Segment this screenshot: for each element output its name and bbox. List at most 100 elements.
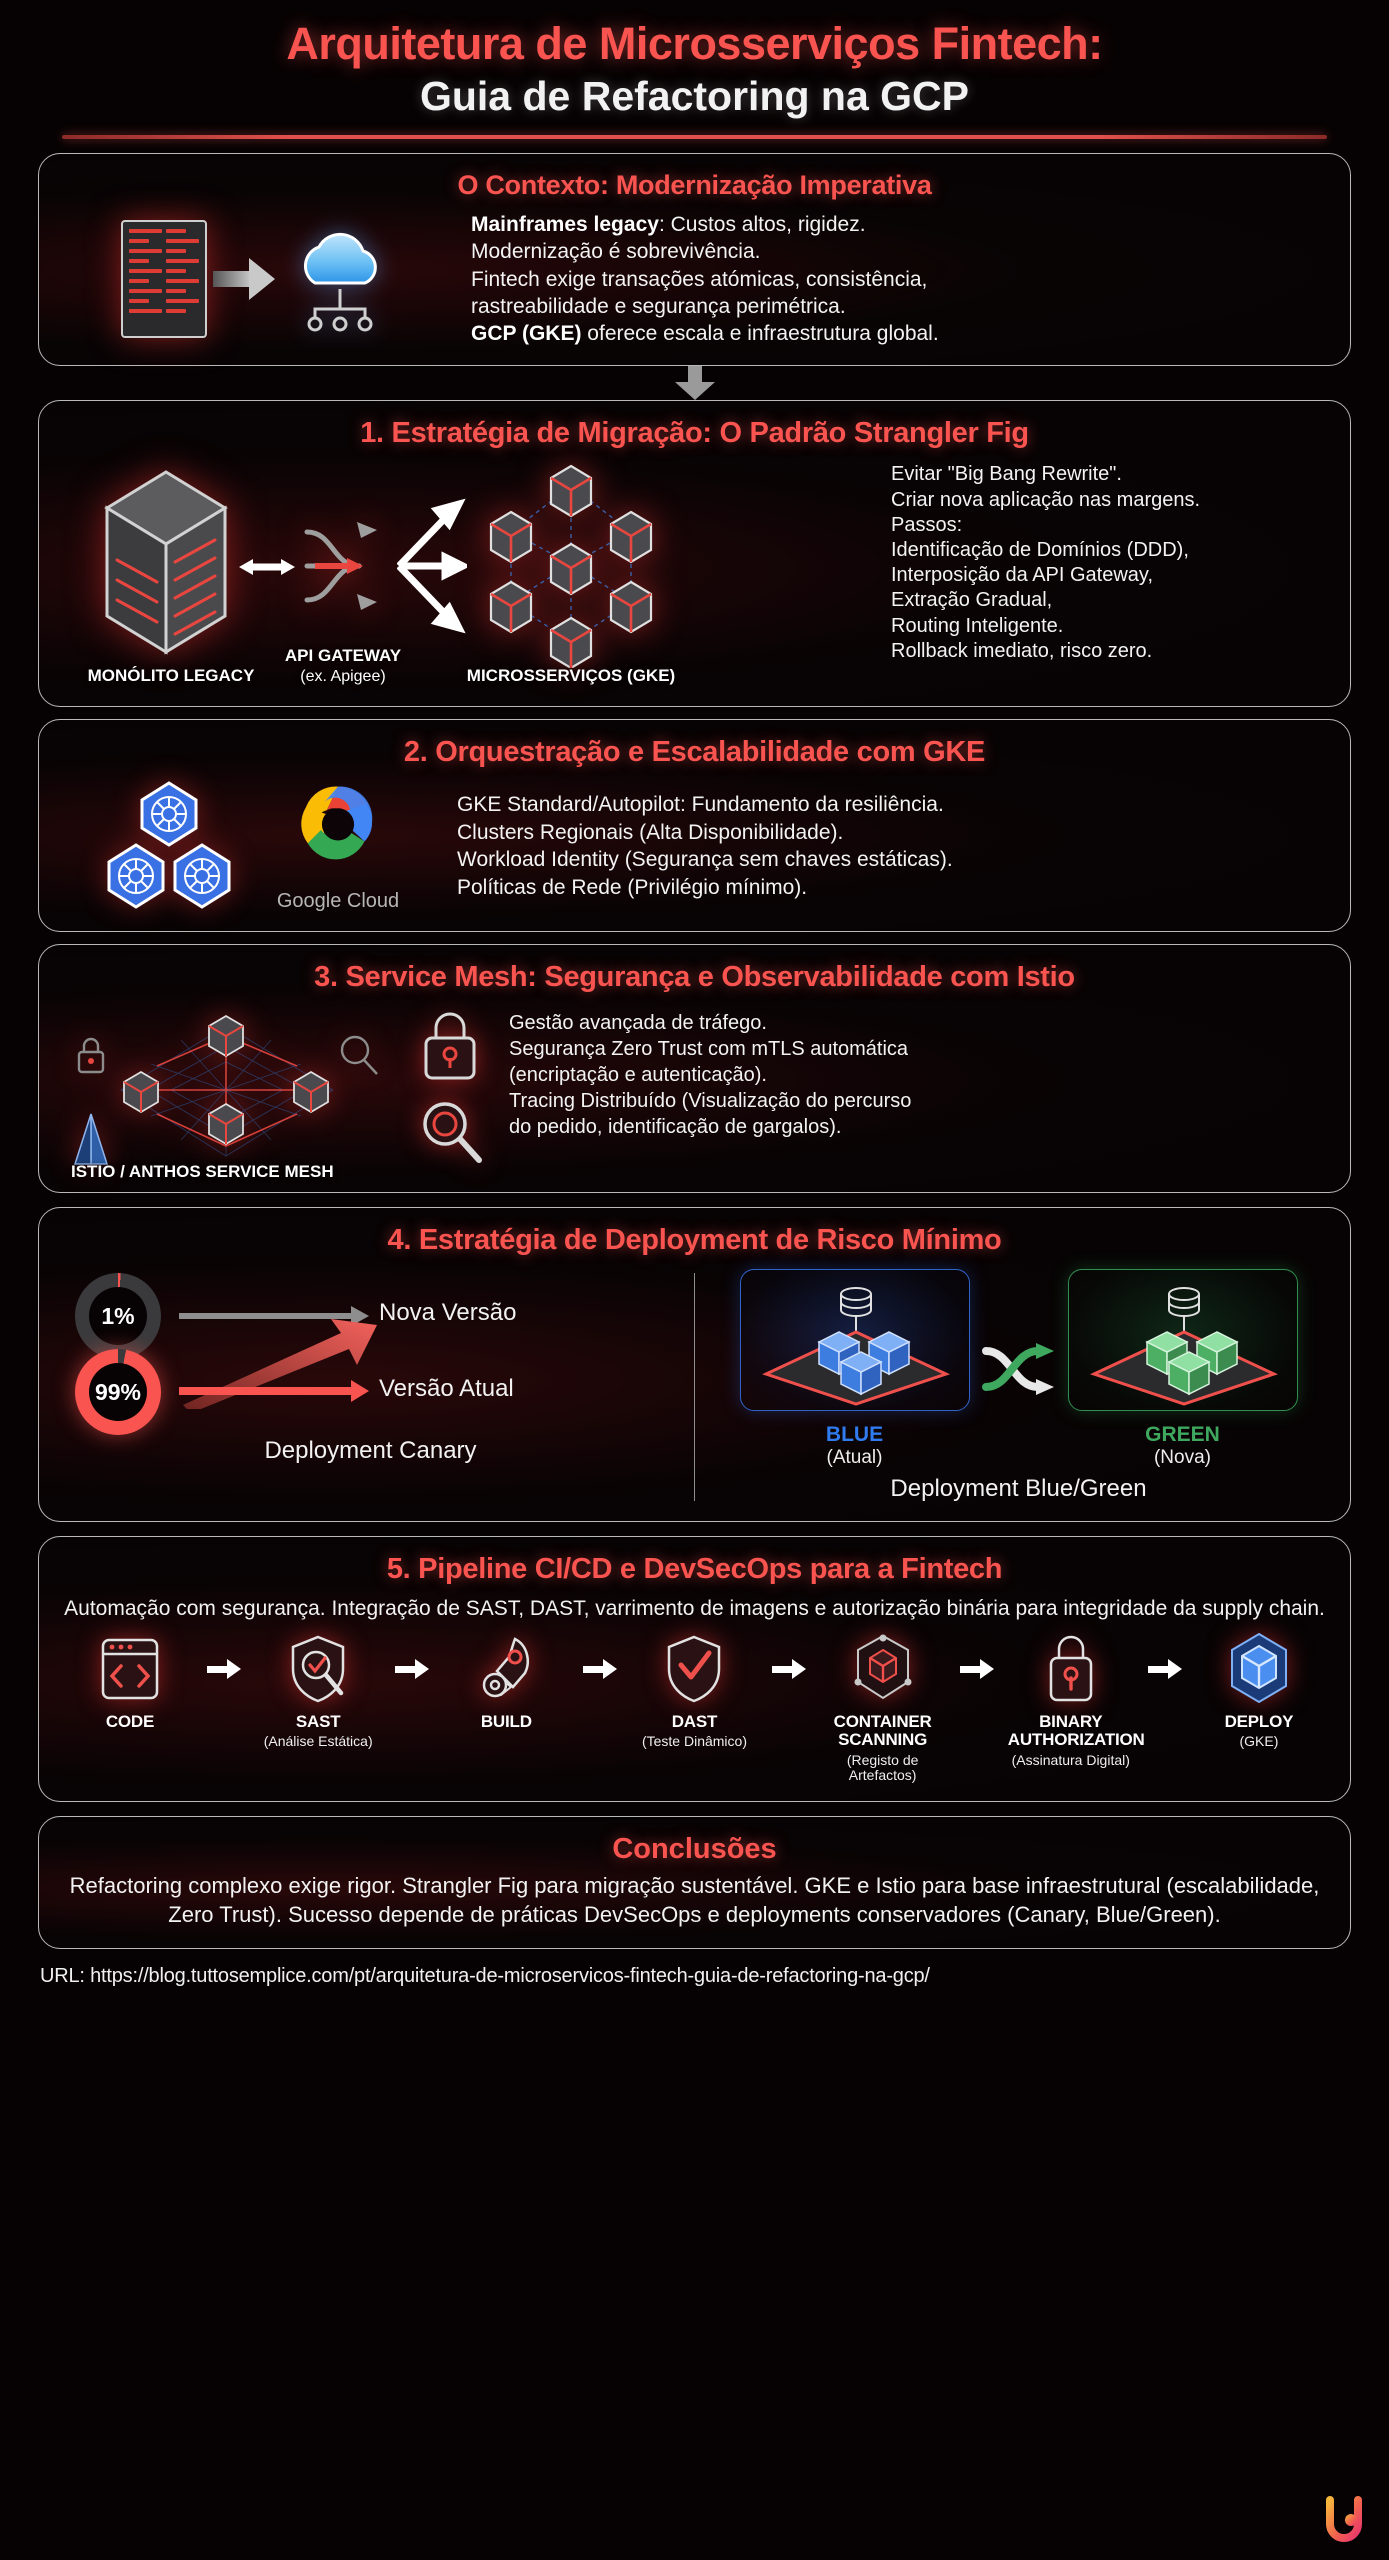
istio-caption: ISTIO / ANTHOS SERVICE MESH [71,1162,334,1182]
blue-environment-box [739,1269,970,1412]
context-line-3: Fintech exige transações atómicas, consi… [471,267,928,291]
microservices-cluster-icon [461,460,681,670]
connector-arrow-1 [0,366,1389,401]
stage-label-sast: SAST [295,1711,341,1731]
section1-line-2: Criar nova aplicação nas margens. [891,488,1201,511]
canary-panel: 1% Nova Versão [61,1267,680,1503]
rocket-gear-icon [443,1631,569,1707]
stage-label-code: CODE [105,1711,155,1731]
canary-label-new: Nova Versão [379,1299,517,1327]
section2-text-block: GKE Standard/Autopilot: Fundamento da re… [457,791,1328,903]
google-cloud-label: Google Cloud [276,890,400,913]
server-rack-icon [121,220,207,339]
stage-label-deploy: DEPLOY [1224,1711,1294,1731]
monolith-icon [97,464,235,660]
section3-heading: 3. Service Mesh: Segurança e Observabili… [314,961,1075,994]
section4-heading: 4. Estratégia de Deployment de Risco Mín… [387,1224,1002,1257]
padlock-icon [1008,1631,1134,1707]
canary-percent-99: 99% [94,1378,142,1405]
traffic-shift-arrow-icon [183,1319,377,1410]
section2-line-3: Workload Identity (Segurança sem chaves … [457,848,953,872]
canary-arrow-current [179,1380,369,1403]
context-line-5: oferece escala e infraestrutura global. [581,322,939,346]
section1-line-3: Passos: [891,513,963,536]
title-divider [62,134,1327,139]
pipeline-arrow-1 [202,1631,246,1707]
card-section-1: 1. Estratégia de Migração: O Padrão Stra… [38,400,1351,708]
api-gateway-icon [289,514,397,618]
pipeline-stage-binary-authorization: BINARY AUTHORIZATION (Assinatura Digital… [1007,1631,1145,1768]
section5-intro: Automação com segurança. Integração de S… [64,1597,1325,1621]
canary-caption: Deployment Canary [264,1437,477,1465]
gateway-caption: API GATEWAY [284,646,402,666]
bluegreen-caption: Deployment Blue/Green [890,1475,1147,1503]
card-section-2: 2. Orquestração e Escalabilidade com GKE [38,719,1351,933]
card-conclusions: Conclusões Refactoring complexo exige ri… [38,1816,1351,1949]
cloud-icon [281,219,401,339]
stage-label-dast: DAST [671,1711,718,1731]
section1-line-4: Identificação de Domínios (DDD), [891,538,1189,561]
split-arrows-icon [397,498,467,634]
section3-text-block: Gestão avançada de tráfego. Segurança Ze… [509,1004,1328,1140]
canary-donut-1: 1% [75,1273,161,1360]
stage-label-build: BUILD [480,1711,532,1731]
section3-badge-group [395,1004,505,1170]
context-line-1: : Custos altos, rigidez. [658,212,866,236]
context-line-4: rastreabilidade e segurança perimétrica. [471,294,846,318]
section5-heading: 5. Pipeline CI/CD e DevSecOps para a Fin… [386,1553,1003,1586]
context-bold-5: GCP (GKE) [471,322,582,346]
blue-sub: (Atual) [826,1447,883,1469]
context-text-block: Mainframes legacy: Custos altos, rigidez… [471,211,1328,347]
card-context: O Contexto: Modernização Imperativa [38,152,1351,367]
pipeline-stage-build: BUILD [443,1631,569,1734]
microservices-caption: MICROSSERVIÇOS (GKE) [466,666,676,686]
section3-line-2: Segurança Zero Trust com mTLS automática [509,1038,909,1061]
section2-heading: 2. Orquestração e Escalabilidade com GKE [403,736,986,769]
section2-line-1: GKE Standard/Autopilot: Fundamento da re… [457,792,944,816]
canary-arrow-new [179,1306,369,1327]
section1-line-6: Extração Gradual, [891,589,1053,612]
green-environment-box [1067,1269,1298,1412]
section3-line-5: do pedido, identificação de gargalos). [509,1116,842,1139]
strangler-fig-diagram: MONÓLITO LEGACY [61,460,891,688]
card-section-5: 5. Pipeline CI/CD e DevSecOps para a Fin… [38,1536,1351,1803]
brand-u-logo [1326,2496,1362,2542]
pipeline-stage-sast: SAST (Análise Estática) [255,1631,381,1750]
section3-line-4: Tracing Distribuído (Visualização do per… [509,1090,912,1113]
section1-heading: 1. Estratégia de Migração: O Padrão Stra… [360,417,1029,450]
title-line-1: Arquitetura de Microsserviços Fintech: [286,18,1103,69]
pipeline-arrow-4 [767,1631,811,1707]
stage-sub-binary-authorization: (Assinatura Digital) [1011,1751,1130,1768]
istio-mesh-diagram: ISTIO / ANTHOS SERVICE MESH [61,1004,391,1181]
istio-sail-icon [73,1114,109,1166]
code-window-icon [67,1631,193,1707]
deploy-cube-icon [1196,1631,1322,1707]
card-section-3: 3. Service Mesh: Segurança e Observabili… [38,944,1351,1194]
shield-check-icon [631,1631,757,1707]
section1-line-8: Rollback imediato, risco zero. [891,639,1153,662]
canary-label-current: Versão Atual [379,1375,514,1403]
gateway-caption-sub: (ex. Apigee) [300,668,386,686]
pipeline-arrow-3 [578,1631,622,1707]
stage-label-container-scanning: CONTAINER SCANNING [833,1711,932,1750]
magnifier-icon [423,1102,482,1164]
section1-text-block: Evitar "Big Bang Rewrite". Criar nova ap… [891,460,1328,664]
google-cloud-logo: Google Cloud [263,779,413,913]
canary-donut-99: 99% [75,1349,161,1436]
stage-label-binary-authorization: BINARY AUTHORIZATION [1007,1711,1145,1750]
section3-line-3: (encriptação e autenticação). [509,1064,767,1087]
pipeline-arrow-2 [390,1631,434,1707]
stage-sub-deploy: (GKE) [1239,1733,1279,1750]
monolith-caption: MONÓLITO LEGACY [87,666,255,686]
cicd-pipeline: CODE SAST (Análise Estática) [61,1631,1328,1784]
footer-url[interactable]: URL: https://blog.tuttosemplice.com/pt/a… [40,1964,930,1987]
pipeline-stage-deploy: DEPLOY (GKE) [1196,1631,1322,1750]
pipeline-stage-dast: DAST (Teste Dinâmico) [631,1631,757,1750]
container-scan-icon [820,1631,946,1707]
bidirectional-arrow-icon [239,559,295,576]
section1-line-5: Interposição da API Gateway, [891,564,1154,587]
blue-label: BLUE [825,1423,884,1447]
green-label: GREEN [1145,1423,1220,1447]
title-line-2: Guia de Refactoring na GCP [419,72,970,119]
pipeline-stage-container-scanning: CONTAINER SCANNING (Registo de Artefacto… [820,1631,946,1784]
